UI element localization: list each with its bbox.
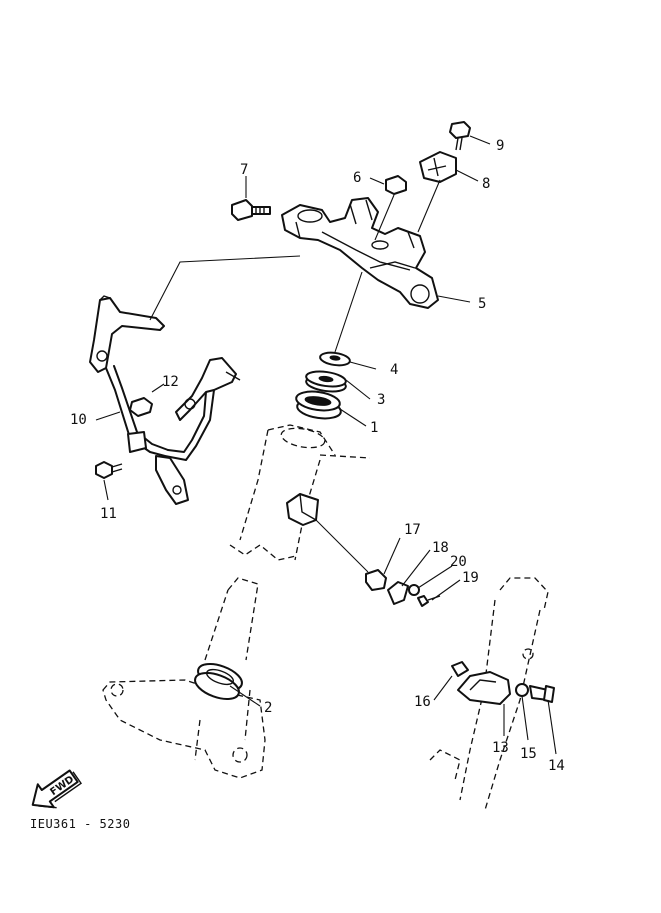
callout-3: 3 [377,392,385,408]
callout-13: 13 [492,740,509,756]
washer [305,370,347,393]
cable-clip [129,397,153,417]
callout-8: 8 [482,176,490,192]
bolt [374,175,407,241]
callout-12: 12 [162,374,179,390]
handlebar-holder [417,151,457,233]
callout-17: 17 [404,522,421,538]
cable-guide [365,569,441,607]
bolt-and-washer [515,683,555,703]
frame-block [286,493,369,573]
oil-seal [194,663,243,700]
callout-15: 15 [520,746,537,762]
callout-4: 4 [390,362,398,378]
leader-lines [95,135,557,755]
callout-20: 20 [450,554,467,570]
callout-7: 7 [240,162,248,178]
callout-18: 18 [432,540,449,556]
bolt [95,461,123,479]
callout-19: 19 [462,570,479,586]
bolt [231,199,271,221]
callout-10: 10 [70,412,87,428]
upper-bracket [281,197,439,309]
forward-arrow-icon: FWD [31,769,83,809]
callout-2: 2 [264,700,272,716]
callout-11: 11 [100,506,117,522]
frame-head-pipe [229,424,371,561]
ring-nut [319,351,351,367]
bolt [449,121,471,151]
callout-5: 5 [478,296,486,312]
callout-labels: 1 2 3 4 5 6 7 8 9 10 11 12 13 14 15 16 1… [70,138,565,774]
callout-14: 14 [548,758,565,774]
callout-16: 16 [414,694,431,710]
steering-stem [102,577,266,779]
hose-guide [451,661,511,705]
callout-6: 6 [353,170,361,186]
callout-1: 1 [370,420,378,436]
diagram-code: IEU361 - 5230 [30,817,130,831]
bearing [295,390,342,420]
front-fork [429,577,549,811]
callout-9: 9 [496,138,504,154]
